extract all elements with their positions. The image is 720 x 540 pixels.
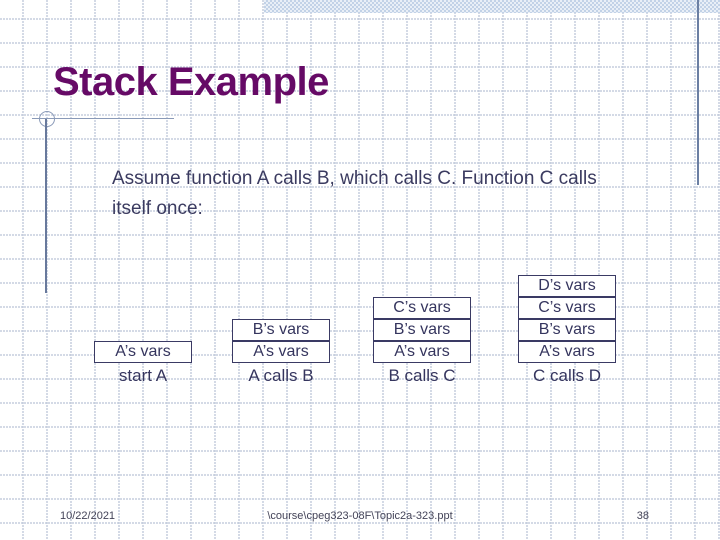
stack-cell: A’s vars [373, 341, 471, 363]
stack-caption: A calls B [248, 366, 314, 385]
right-vertical-line-decoration [697, 0, 699, 185]
top-edge-band-decoration [264, 0, 720, 13]
body-line-2: itself once: [112, 198, 203, 219]
slide-title: Stack Example [53, 60, 329, 104]
title-underline [32, 118, 174, 119]
stack-cell: A’s vars [518, 341, 616, 363]
footer-date: 10/22/2021 [60, 510, 116, 522]
stack-cell: B’s vars [373, 319, 471, 341]
body-line-1: Assume function A calls B, which calls C… [112, 168, 597, 189]
footer-page-number: 38 [636, 510, 649, 522]
stack-diagram-start-a: A’s vars start A [94, 341, 192, 386]
stack-caption: start A [118, 366, 168, 385]
stack-diagram-c-calls-d: D’s vars C’s vars B’s vars A’s vars C ca… [518, 275, 616, 386]
stack-cell: D’s vars [518, 275, 616, 297]
stack-cell: C’s vars [373, 297, 471, 319]
body-paragraph: Assume function A calls B, which calls C… [112, 164, 597, 224]
footer-file-path: \course\cpeg323-08F\Topic2a-323.ppt [267, 510, 453, 522]
circle-ornament-icon [39, 111, 55, 127]
stack-cell: C’s vars [518, 297, 616, 319]
stack-cell: A’s vars [232, 341, 330, 363]
stack-diagram-b-calls-c: C’s vars B’s vars A’s vars B calls C [373, 297, 471, 386]
stack-cell: A’s vars [94, 341, 192, 363]
stack-cell: B’s vars [518, 319, 616, 341]
stack-diagram-a-calls-b: B’s vars A’s vars A calls B [232, 319, 330, 386]
stack-caption: C calls D [532, 366, 601, 385]
left-vertical-line-decoration [45, 119, 47, 293]
stack-caption: B calls C [388, 366, 456, 385]
stack-cell: B’s vars [232, 319, 330, 341]
